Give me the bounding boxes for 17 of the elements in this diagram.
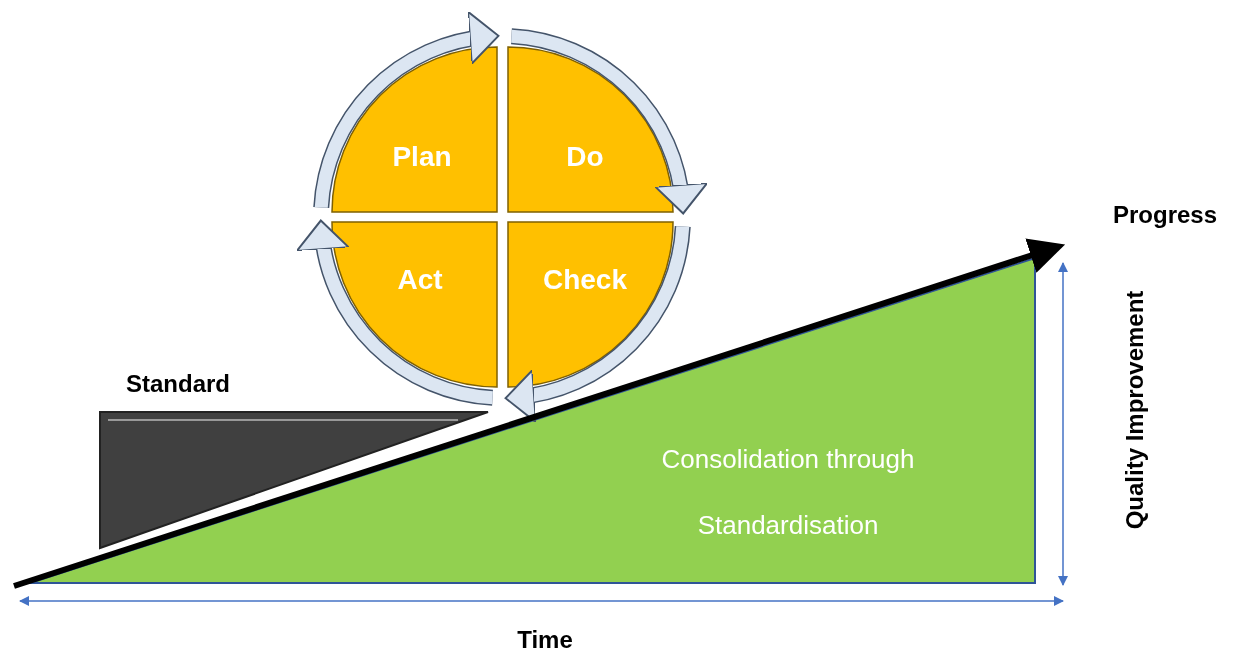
wedge-label: Consolidation through Standardisation	[660, 443, 916, 542]
cycle-segment	[508, 47, 673, 212]
arrow-label: Progress	[1112, 201, 1218, 229]
axis-label: Time	[517, 626, 573, 654]
axis-label: Quality Improvement	[1121, 290, 1149, 530]
cycle-arrow	[504, 225, 691, 422]
cycle-arrow	[297, 219, 494, 406]
cycle-arrow	[313, 12, 500, 209]
cycle-segment	[332, 47, 497, 212]
segment-label: Plan	[392, 141, 452, 173]
segment-label: Check	[543, 264, 627, 296]
segment-label: Do	[566, 141, 604, 173]
block-title: Standard	[126, 370, 230, 398]
cycle-segment	[508, 222, 673, 387]
cycle-segment	[332, 222, 497, 387]
cycle-arrow	[510, 28, 707, 215]
segment-label: Act	[397, 264, 443, 296]
